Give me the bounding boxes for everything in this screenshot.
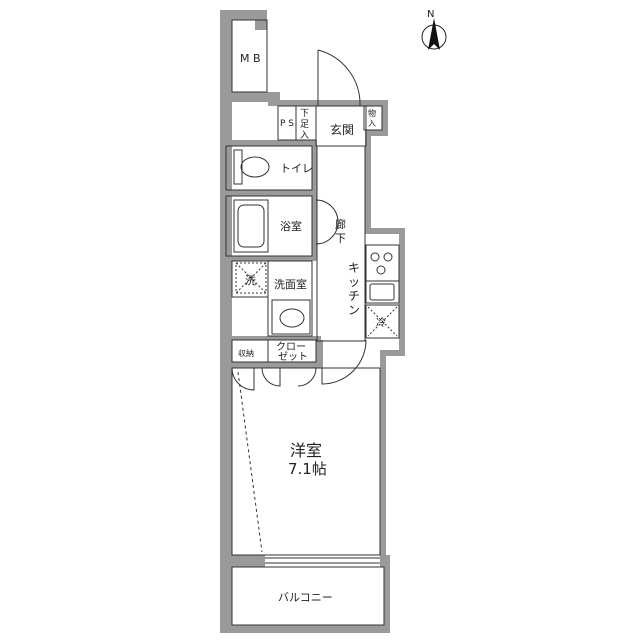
walls — [220, 10, 405, 633]
entrance-label: 玄関 — [330, 122, 354, 137]
western-room-size-label: 7.1帖 — [288, 460, 327, 478]
entrance-door-icon — [317, 49, 361, 107]
kitchen-label-1: キ — [348, 261, 360, 275]
north-label: N — [427, 9, 434, 20]
mb-label: M B — [240, 52, 261, 65]
fridge-icon — [367, 306, 398, 337]
corridor-label-1: 廊 — [335, 217, 346, 231]
shoe-storage-label-1: 下 — [300, 109, 309, 119]
stove-icon — [370, 252, 393, 275]
door-swing-icon — [315, 199, 339, 245]
storage-small-label: 収納 — [238, 348, 254, 358]
washer-icon — [235, 262, 267, 294]
closet-label-2: ゼット — [278, 351, 308, 363]
bathtub-icon — [233, 199, 269, 253]
bathroom-label: 浴室 — [280, 219, 302, 233]
north-arrow-icon: N — [421, 9, 447, 50]
corridor-label-2: 下 — [335, 232, 346, 245]
fixtures — [231, 49, 398, 564]
door-swing-icon — [261, 367, 281, 387]
ps-label: P S — [280, 119, 294, 129]
fridge-label: 冷 — [376, 316, 386, 329]
storage-top-label-2: 入 — [368, 119, 376, 128]
kitchen-label-2: ッ — [348, 275, 360, 289]
room-outlines — [225, 19, 400, 626]
toilet-label: トイレ — [280, 162, 313, 175]
shoe-storage-label-2: 足 — [300, 119, 309, 130]
western-room-label: 洋室 — [290, 441, 322, 460]
washroom-label: 洗面室 — [274, 277, 307, 291]
kitchen-sink-icon — [369, 283, 395, 301]
kitchen-label-4: ン — [348, 303, 360, 317]
shoe-storage-label-3: 入 — [300, 130, 309, 141]
storage-top-label-1: 物 — [368, 108, 376, 118]
kitchen-label-3: チ — [348, 289, 360, 303]
room-labels: M B P S 下 足 入 物 入 玄関 トイレ 浴室 廊 下 キ ッ チ ン … — [238, 52, 386, 604]
balcony-label: バルコニー — [278, 591, 333, 604]
washer-label: 洗 — [245, 274, 256, 287]
door-swing-icon — [231, 367, 255, 391]
closet-label-1: クロー — [276, 341, 306, 353]
toilet-icon — [233, 149, 270, 185]
door-swing-icon — [321, 339, 367, 385]
door-swing-icon — [297, 367, 317, 387]
sink-icon — [271, 299, 311, 335]
